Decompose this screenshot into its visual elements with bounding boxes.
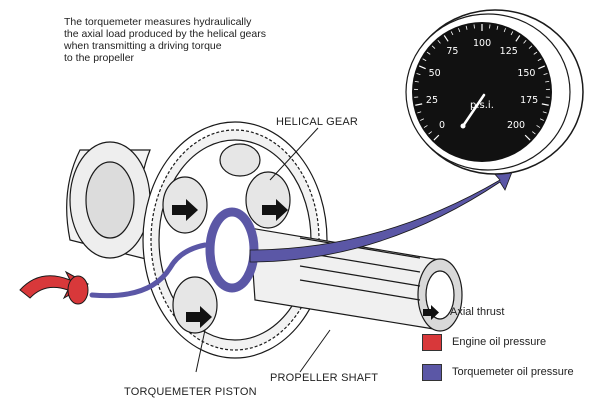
- legend-item-engine-oil: Engine oil pressure: [422, 330, 574, 354]
- legend-label: Engine oil pressure: [452, 336, 546, 348]
- legend-label: Axial thrust: [450, 306, 504, 318]
- gearbox-assembly: [67, 122, 462, 358]
- legend-label: Torquemeter oil pressure: [452, 366, 574, 378]
- legend-item-torquemeter-oil: Torquemeter oil pressure: [422, 360, 574, 384]
- gauge-tick-label: 150: [517, 68, 535, 79]
- torquemeter-oil-swatch: [422, 364, 442, 381]
- gauge-tick-label: 0: [439, 120, 445, 131]
- engine-oil-inlet: [68, 276, 88, 304]
- gauge-tick-label: 100: [473, 38, 491, 49]
- pressure-gauge: [406, 10, 583, 174]
- axial-thrust-arrow-icon: [422, 305, 440, 320]
- legend-item-axial-thrust: Axial thrust: [422, 300, 574, 324]
- description-caption: The torquemeter measures hydraulically t…: [64, 16, 304, 64]
- gauge-tick-label: 175: [520, 95, 538, 106]
- engine-oil-swatch: [422, 334, 442, 351]
- propeller-shaft-label: PROPELLER SHAFT: [270, 372, 378, 384]
- legend: Axial thrust Engine oil pressure Torquem…: [422, 300, 574, 390]
- gauge-tick-label: 25: [426, 95, 438, 106]
- gauge-tick-label: 200: [507, 120, 525, 131]
- torquemeter-piston-label: TORQUEMETER PISTON: [124, 386, 257, 398]
- gauge-unit-label: p.s.i.: [470, 100, 494, 111]
- gauge-tick-label: 125: [500, 46, 518, 57]
- gauge-tick-label: 50: [429, 68, 441, 79]
- helical-gear-label: HELICAL GEAR: [276, 116, 358, 128]
- gauge-tick-label: 75: [446, 46, 458, 57]
